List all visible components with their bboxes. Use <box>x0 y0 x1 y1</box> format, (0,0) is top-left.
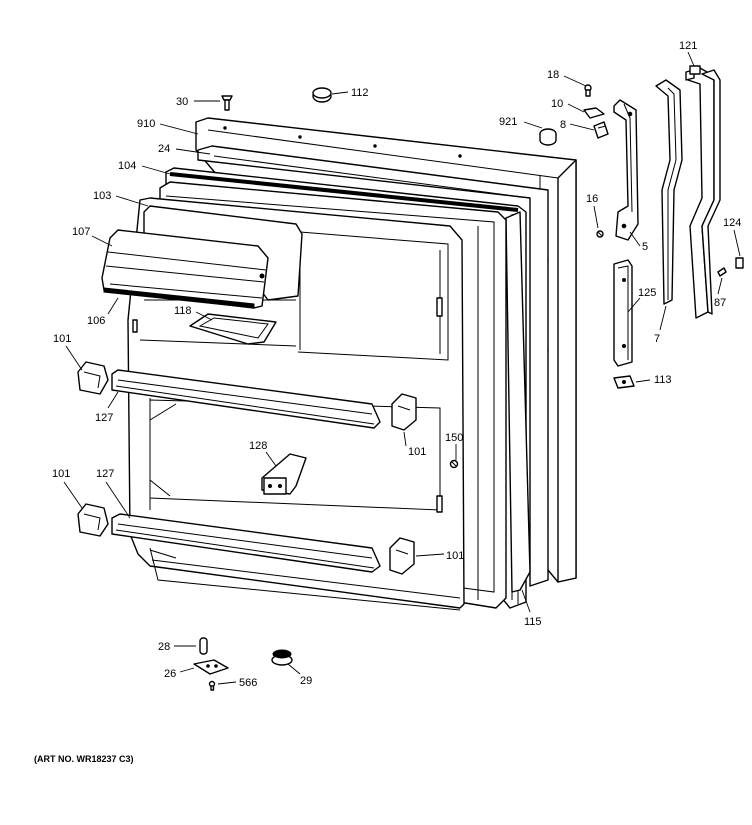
hinge-cap-113 <box>613 375 635 389</box>
screw-18 <box>584 84 592 97</box>
callout-106: 106 <box>87 315 105 327</box>
callout-101-upper-left: 101 <box>53 333 71 345</box>
callout-566: 566 <box>239 677 257 689</box>
callout-labels: 30 112 910 24 104 103 107 106 118 101 12… <box>52 40 741 689</box>
screw-566 <box>208 680 216 691</box>
callout-125: 125 <box>638 287 656 299</box>
seal-strip <box>505 211 531 593</box>
callout-26: 26 <box>164 668 176 680</box>
lower-shelf-bar <box>111 513 381 573</box>
upper-shelf-bar <box>111 369 381 429</box>
leader-lines <box>63 51 741 685</box>
callout-127-upper: 127 <box>95 412 113 424</box>
callout-118: 118 <box>174 305 192 317</box>
callout-29: 29 <box>300 675 312 687</box>
washer-29 <box>271 649 293 666</box>
callout-103: 103 <box>93 190 111 202</box>
callout-104: 104 <box>118 160 136 172</box>
screw-87 <box>717 267 727 277</box>
hinge-pin-10 <box>583 107 605 119</box>
callout-101-lower-right: 101 <box>446 550 464 562</box>
door-trim <box>197 145 549 587</box>
callout-18: 18 <box>547 69 559 81</box>
handle-rail-87 <box>687 67 721 319</box>
callout-101-lower-left: 101 <box>52 468 70 480</box>
callout-921: 921 <box>499 116 517 128</box>
shelf-end-cap-upper-right <box>391 393 417 431</box>
callout-28: 28 <box>158 641 170 653</box>
callout-910: 910 <box>137 118 155 130</box>
shelf-end-cap-upper-left <box>77 361 109 395</box>
callout-115: 115 <box>524 616 542 628</box>
callout-30: 30 <box>176 96 188 108</box>
callout-128: 128 <box>249 440 267 452</box>
callout-113: 113 <box>654 374 672 386</box>
callout-150: 150 <box>445 432 463 444</box>
plug-112 <box>312 87 332 103</box>
callout-8: 8 <box>560 119 566 131</box>
hinge-bracket-5 <box>613 99 639 241</box>
callout-121: 121 <box>679 40 697 52</box>
callout-87: 87 <box>714 297 726 309</box>
clip-124 <box>735 257 744 269</box>
hinge-bushing-8 <box>593 121 609 139</box>
pin-28 <box>199 637 208 655</box>
callout-101-upper-right: 101 <box>408 446 426 458</box>
screw-30 <box>221 95 233 111</box>
handle-rail-7 <box>655 79 683 305</box>
screw-150 <box>449 459 459 469</box>
shelf-end-cap-lower-left <box>77 503 109 537</box>
bracket-128 <box>261 453 307 495</box>
hinge-plate-125 <box>613 259 633 367</box>
callout-7: 7 <box>654 333 660 345</box>
callout-127-lower: 127 <box>96 468 114 480</box>
shelf-end-cap-lower-right <box>389 537 415 575</box>
hinge-cap-921 <box>539 128 557 146</box>
callout-24: 24 <box>158 143 170 155</box>
callout-16: 16 <box>586 193 598 205</box>
callout-5: 5 <box>642 241 648 253</box>
callout-124: 124 <box>723 217 741 229</box>
callout-10: 10 <box>551 98 563 110</box>
art-number: (ART NO. WR18237 C3) <box>34 754 134 764</box>
callout-112: 112 <box>351 87 369 99</box>
dairy-compartment <box>101 205 303 309</box>
hinge-plate-26 <box>193 659 229 675</box>
bracket-121 <box>685 65 701 81</box>
screw-16 <box>596 230 604 238</box>
callout-107: 107 <box>72 226 90 238</box>
